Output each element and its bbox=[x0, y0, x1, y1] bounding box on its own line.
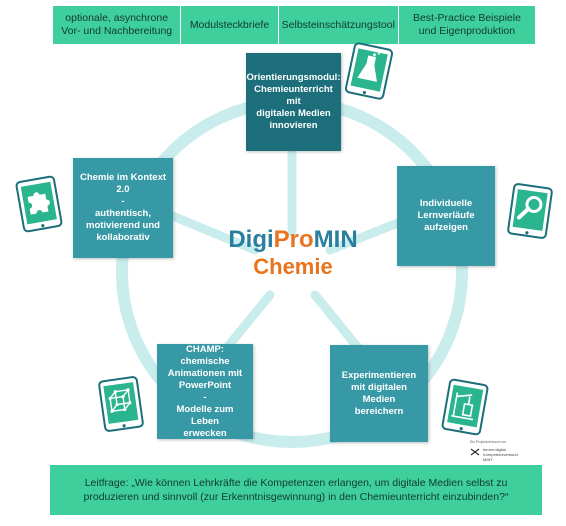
node-label: Chemie im Kontext 2.0 - authentisch, mot… bbox=[79, 172, 167, 243]
title-pro: Pro bbox=[273, 226, 314, 253]
node-champ[interactable]: CHAMP: chemische Animationen mit PowerPo… bbox=[157, 344, 253, 439]
node-label: Orientierungsmodul: Chemieunterricht mit… bbox=[246, 72, 341, 131]
logo-line: Ein Projektverbund von bbox=[470, 440, 507, 444]
title-min: MIN bbox=[313, 226, 358, 253]
lab-equipment-icon bbox=[441, 378, 489, 436]
guiding-question-bar: Leitfrage: „Wie können Lehrkräfte die Ko… bbox=[50, 465, 542, 515]
top-menu-item-label: Best-Practice Beispiele und Eigenprodukt… bbox=[412, 12, 521, 37]
node-label: Experimentieren mit digitalen Medien ber… bbox=[341, 369, 417, 417]
spoke-left bbox=[165, 210, 260, 255]
node-label: Individuelle Lernverläufe aufzeigen bbox=[417, 198, 475, 233]
node-chemie-im-kontext[interactable]: Chemie im Kontext 2.0 - authentisch, mot… bbox=[73, 158, 173, 258]
node-individuelle-lernverlaeufe[interactable]: Individuelle Lernverläufe aufzeigen bbox=[397, 166, 495, 266]
top-menu-item-label: optionale, asynchrone Vor- und Nachberei… bbox=[61, 12, 173, 37]
logo-line: Kompetenzverbund bbox=[483, 452, 518, 457]
top-menu-item-selbsteinschaetzungstool[interactable]: Selbsteinschätzungstool bbox=[279, 6, 399, 44]
node-label: CHAMP: chemische Animationen mit PowerPo… bbox=[167, 343, 243, 439]
spoke-right bbox=[325, 217, 405, 255]
node-experimentieren[interactable]: Experimentieren mit digitalen Medien ber… bbox=[330, 345, 428, 442]
title-digi: Digi bbox=[228, 226, 274, 253]
cube-molecule-icon bbox=[98, 376, 144, 432]
diagram-spokes bbox=[165, 140, 405, 355]
spoke-bottom-left bbox=[220, 290, 275, 355]
top-menu-item-modulsteckbriefe[interactable]: Modulsteckbriefe bbox=[181, 6, 279, 44]
logo-mark-icon bbox=[470, 448, 480, 456]
project-logo: Ein Projektverbund von lernen:digital Ko… bbox=[470, 440, 550, 470]
node-orientierungsmodul[interactable]: Orientierungsmodul: Chemieunterricht mit… bbox=[246, 53, 341, 151]
guiding-question-text: Leitfrage: „Wie können Lehrkräfte die Ko… bbox=[83, 477, 509, 503]
top-menu-item-best-practice[interactable]: Best-Practice Beispiele und Eigenprodukt… bbox=[399, 6, 535, 44]
top-menu-bar: optionale, asynchrone Vor- und Nachberei… bbox=[53, 6, 535, 44]
top-menu-item-label: Selbsteinschätzungstool bbox=[281, 18, 395, 31]
center-title-main: DigiProMIN bbox=[213, 226, 373, 254]
spoke-bottom-right bbox=[310, 290, 365, 355]
puzzle-icon bbox=[15, 175, 63, 233]
center-title-subtitle: Chemie bbox=[253, 254, 333, 279]
flask-icon bbox=[344, 42, 394, 100]
magnifier-icon bbox=[507, 183, 553, 239]
logo-line: lernen:digital bbox=[483, 447, 506, 452]
top-menu-item-vor-nachbereitung[interactable]: optionale, asynchrone Vor- und Nachberei… bbox=[53, 6, 182, 44]
logo-line: MINT bbox=[483, 457, 493, 462]
center-title: DigiProMIN Chemie bbox=[213, 226, 373, 280]
top-menu-item-label: Modulsteckbriefe bbox=[189, 18, 270, 31]
